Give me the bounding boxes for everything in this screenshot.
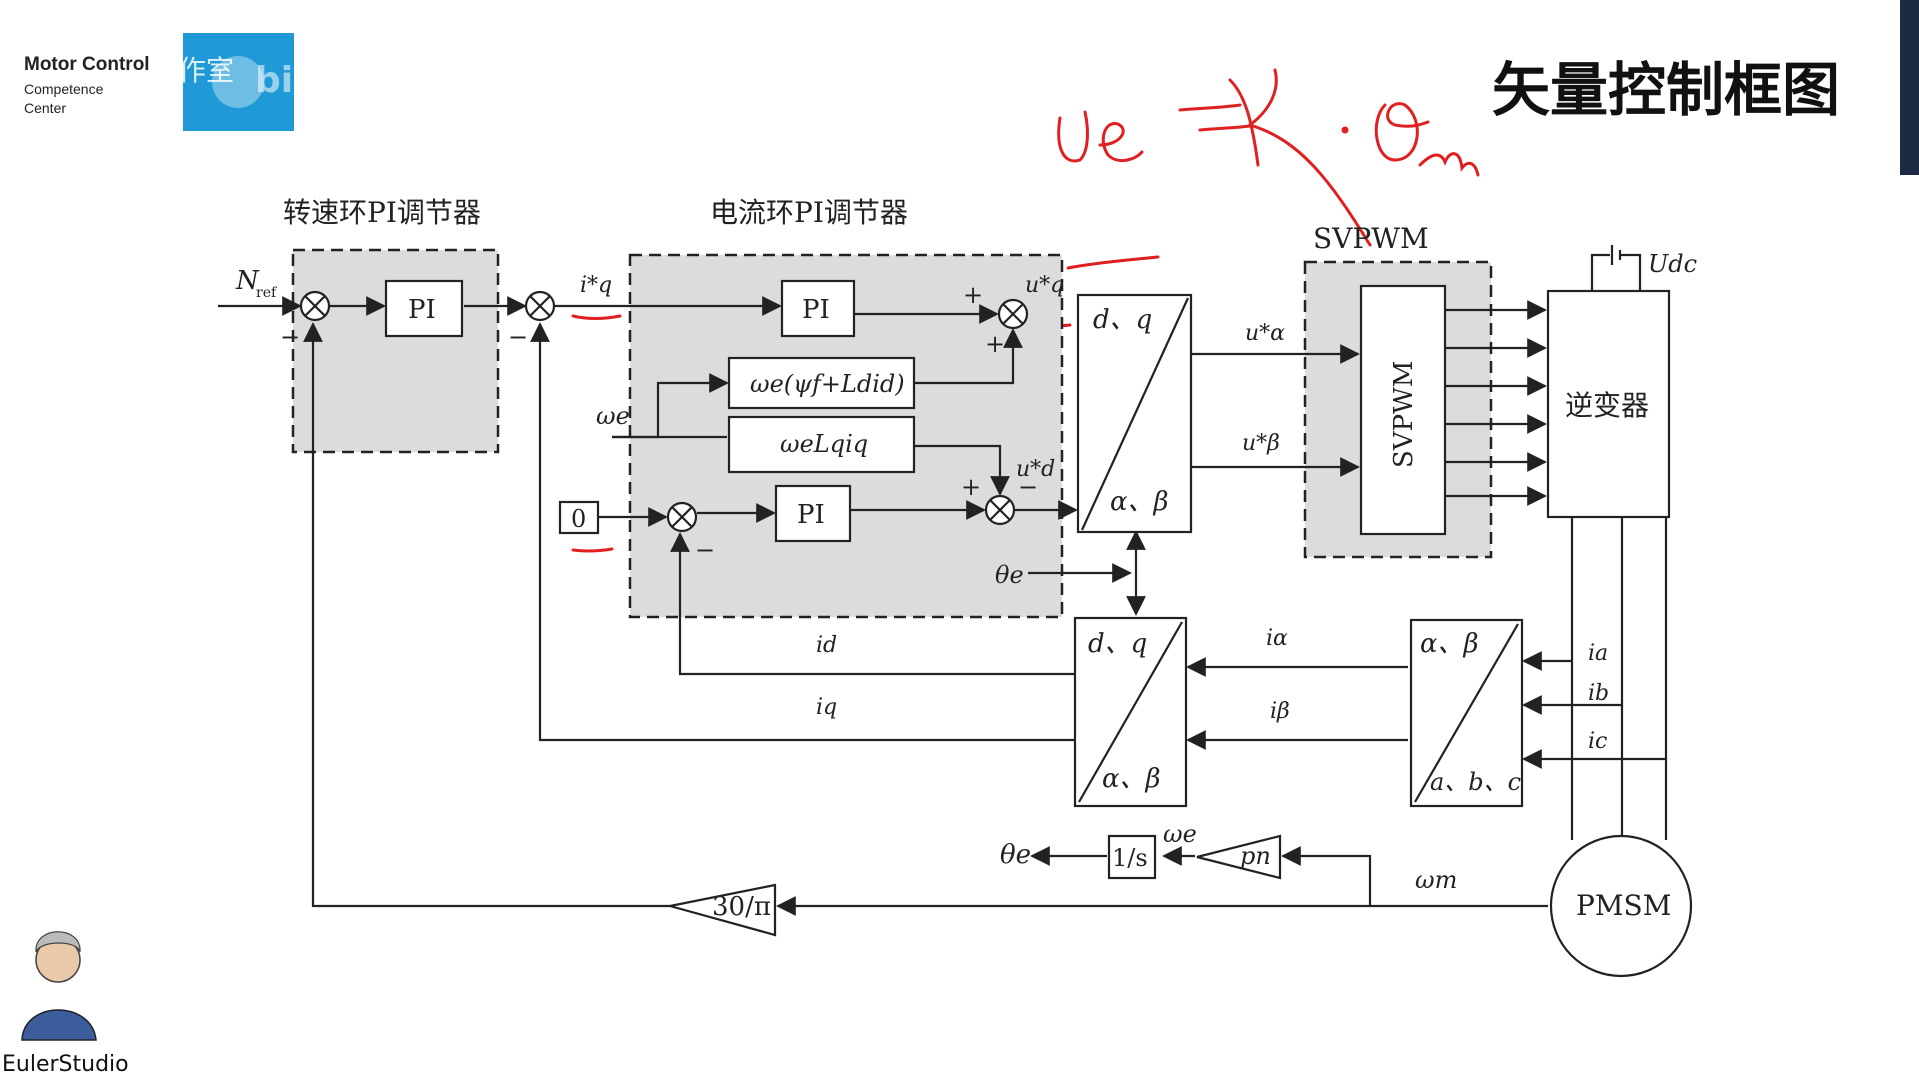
sign-ud-plus: + <box>961 473 981 501</box>
pi-speed-label: PI <box>408 295 436 325</box>
pmsm-circle <box>1549 834 1693 978</box>
svpwm-inner-label: SVPWM <box>1389 361 1419 468</box>
logo: Motor Control Competence Center 工作室 bili… <box>24 33 381 131</box>
u-beta-label: u*β <box>1242 431 1280 456</box>
park-top: d、q <box>1088 629 1147 659</box>
zero-ref-box <box>558 500 600 535</box>
logo-line2: Competence <box>24 81 104 97</box>
bilibili-watermark: bilibili <box>255 60 381 101</box>
gain-label: 30/π <box>712 892 771 922</box>
logo-line3: Center <box>24 100 66 116</box>
accent-bar <box>1900 0 1919 175</box>
decouple-d-label: ωeLqiq <box>780 430 868 458</box>
pi-q-label: PI <box>802 295 830 325</box>
sum-id <box>666 501 698 533</box>
theta-out-label: θe <box>1000 840 1031 870</box>
omega-m-label: ωm <box>1415 866 1457 894</box>
sum-ud <box>984 494 1016 526</box>
sign-uq-plus-top: + <box>963 281 983 309</box>
pn-gain-triangle <box>1196 834 1282 880</box>
i-alpha-label: iα <box>1266 626 1288 651</box>
gain-30-pi-triangle <box>669 883 777 937</box>
u-alpha-label: u*α <box>1245 321 1285 346</box>
logo-line1: Motor Control <box>24 54 150 75</box>
nref-sub: ref <box>256 285 278 301</box>
blocks <box>384 279 1693 978</box>
speed-block-title: 转速环PI调节器 <box>283 196 481 229</box>
park-inv-bottom: α、β <box>1110 487 1169 517</box>
omega-e-label: ωe <box>1163 820 1197 848</box>
id-label: id <box>816 633 837 658</box>
current-block-title: 电流环PI调节器 <box>710 196 908 229</box>
inverter-label: 逆变器 <box>1565 389 1649 422</box>
pmsm-label: PMSM <box>1576 889 1671 922</box>
svpwm-inner-box <box>1359 284 1447 536</box>
sum-iq <box>524 290 556 322</box>
ib-label: ib <box>1588 681 1609 706</box>
pi-speed-box <box>384 279 464 338</box>
pn-label: pn <box>1240 842 1271 870</box>
theta-e-in-label: θe <box>995 561 1024 589</box>
avatar <box>21 931 97 1041</box>
zero-ref-label: 0 <box>571 505 586 533</box>
pi-d-box <box>774 484 852 543</box>
svpwm-title: SVPWM <box>1313 222 1429 255</box>
logo-badge <box>183 33 294 131</box>
labels: N ref PI PI PI 0 ωe(ψf+Ldid) ωeLqiq ωe i… <box>235 250 1697 922</box>
decouple-q-label: ωe(ψf+Ldid) <box>750 370 905 398</box>
ic-label: ic <box>1588 729 1607 754</box>
integrator-box <box>1107 834 1157 880</box>
brand-name: EulerStudio <box>2 1052 129 1077</box>
park-inv-top: d、q <box>1093 305 1152 335</box>
udc-label: Udc <box>1648 250 1697 278</box>
we-in-label: ωe <box>596 402 630 430</box>
integrator-label: 1/s <box>1112 844 1148 872</box>
i-beta-label: iβ <box>1270 699 1290 724</box>
ud-ref-label: u*d <box>1016 457 1055 482</box>
wires <box>218 245 1668 916</box>
iq-label: iq <box>816 695 837 720</box>
sign-ud-minus: − <box>1018 473 1038 501</box>
pi-d-label: PI <box>797 500 825 530</box>
page-title: 矢量控制框图 <box>1492 56 1840 124</box>
sum-junctions <box>299 290 1029 533</box>
decouple-q-box <box>727 356 916 410</box>
iq-ref-label: i*q <box>580 273 612 298</box>
sum-uq <box>997 298 1029 330</box>
pi-q-box <box>780 279 856 338</box>
sum-speed <box>299 290 331 322</box>
nref-label: N <box>235 266 260 296</box>
sign-speed-minus: − <box>280 323 300 351</box>
logo-overlay-text: 工作室 <box>150 54 234 87</box>
park-bottom: α、β <box>1102 764 1161 794</box>
clarke-top: α、β <box>1420 629 1479 659</box>
sign-iq-minus: − <box>508 323 528 351</box>
uq-ref-label: u*q <box>1025 273 1064 298</box>
clarke-bottom: a、b、c <box>1430 768 1521 796</box>
logo-emblem <box>212 56 264 108</box>
sign-id-minus: − <box>695 536 715 564</box>
inverter-box <box>1546 289 1671 519</box>
ia-label: ia <box>1588 641 1608 666</box>
sign-uq-plus-bottom: + <box>985 330 1005 358</box>
decouple-d-box <box>727 415 916 474</box>
